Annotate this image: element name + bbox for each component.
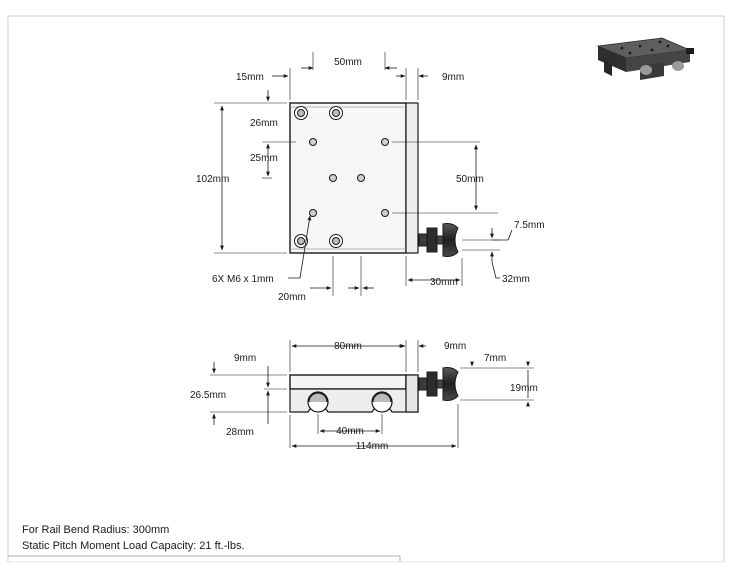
rail-bearings bbox=[307, 391, 393, 413]
spec-bend-radius: For Rail Bend Radius: 300mm bbox=[22, 524, 170, 536]
dim-15mm: 15mm bbox=[236, 72, 264, 83]
clamp-knob-top bbox=[418, 223, 459, 257]
top-view-dimension-lines bbox=[220, 66, 513, 290]
dim-26mm: 26mm bbox=[250, 118, 278, 129]
dim-25mm: 25mm bbox=[250, 153, 278, 164]
product-render-thumbnail bbox=[596, 37, 694, 80]
dim-114mm: 114mm bbox=[356, 441, 389, 452]
dim-7mm: 7mm bbox=[484, 353, 506, 364]
dim-7-5mm: 7.5mm bbox=[514, 220, 545, 231]
dim-32mm: 32mm bbox=[502, 274, 530, 285]
top-view: 50mm 15mm 9mm 26mm 25mm 102mm 50mm 7.5mm… bbox=[196, 52, 545, 303]
dim-80mm: 80mm bbox=[334, 341, 362, 352]
clamp-knob-side bbox=[418, 367, 459, 401]
side-view: 80mm 9mm 9mm 7mm 26.5mm 19mm 28mm 40mm 1… bbox=[190, 340, 538, 452]
dim-26-5mm: 26.5mm bbox=[190, 390, 226, 401]
side-view-extension-lines bbox=[210, 340, 534, 448]
dim-28mm: 28mm bbox=[226, 427, 254, 438]
top-view-side-strip bbox=[405, 102, 419, 254]
dim-40mm: 40mm bbox=[336, 426, 364, 437]
dim-102mm: 102mm bbox=[196, 174, 229, 185]
dim-20mm: 20mm bbox=[278, 292, 306, 303]
threaded-holes bbox=[309, 138, 389, 217]
top-view-plate bbox=[289, 102, 407, 254]
dim-9mm-top: 9mm bbox=[442, 72, 464, 83]
dim-50mm-right: 50mm bbox=[456, 174, 484, 185]
sheet-frame bbox=[7, 15, 725, 563]
dim-9mm-left: 9mm bbox=[234, 353, 256, 364]
dim-30mm: 30mm bbox=[430, 277, 458, 288]
counterbored-holes bbox=[294, 106, 343, 248]
side-view-dimension-lines bbox=[212, 344, 530, 448]
dim-9mm-right: 9mm bbox=[444, 341, 466, 352]
dim-19mm: 19mm bbox=[510, 383, 538, 394]
side-view-plate bbox=[289, 374, 407, 390]
hole-callout: 6X M6 x 1mm bbox=[212, 274, 274, 285]
top-view-extension-lines bbox=[214, 52, 500, 296]
dim-50mm-top: 50mm bbox=[334, 57, 362, 68]
spec-load-capacity: Static Pitch Moment Load Capacity: 21 ft… bbox=[22, 540, 245, 552]
